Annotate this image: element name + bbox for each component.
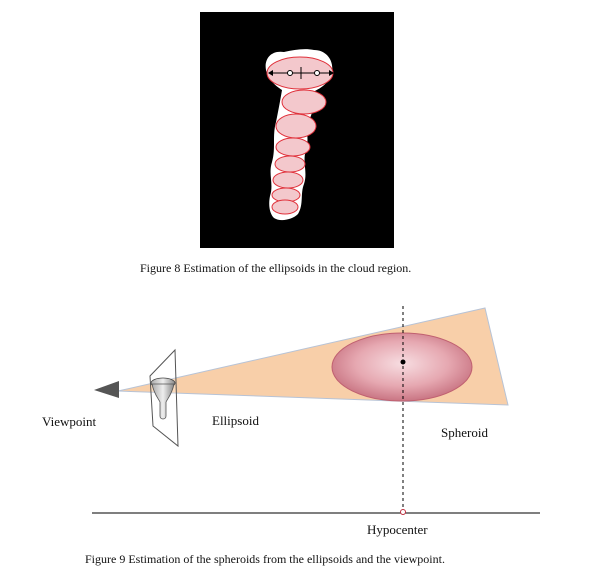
ellipse-second [281, 89, 327, 115]
viewpoint-arrow-icon [94, 381, 119, 398]
axis-arrow-right [329, 70, 334, 76]
focus-right [314, 70, 320, 76]
ellipse-stem-3 [274, 155, 306, 173]
figure-9-caption: Figure 9 Estimation of the spheroids fro… [85, 552, 445, 566]
figure-9-diagram [0, 290, 600, 550]
ellipse-stem-6 [271, 199, 299, 215]
focus-left [287, 70, 293, 76]
ellipsoid-label: Ellipsoid [212, 413, 259, 428]
spheroid-center-dot [400, 359, 406, 365]
ellipse-stem-2 [275, 137, 311, 157]
ellipse-stem-1 [275, 113, 317, 139]
ellipse-stem-4 [272, 171, 304, 189]
figure-8-svg [200, 12, 394, 248]
spheroid-shape [331, 332, 473, 402]
viewpoint-label: Viewpoint [42, 414, 97, 429]
spheroid-label: Spheroid [441, 425, 488, 440]
axis-arrow-left [268, 70, 273, 76]
hypocenter-label: Hypocenter [367, 522, 428, 537]
figure-8-caption: Figure 8 Estimation of the ellipsoids in… [140, 261, 412, 275]
ellipsoid-cup-body [151, 383, 175, 420]
figure-8-image [200, 12, 394, 248]
hypocenter-marker [400, 509, 406, 515]
figure-9-svg [92, 306, 540, 515]
